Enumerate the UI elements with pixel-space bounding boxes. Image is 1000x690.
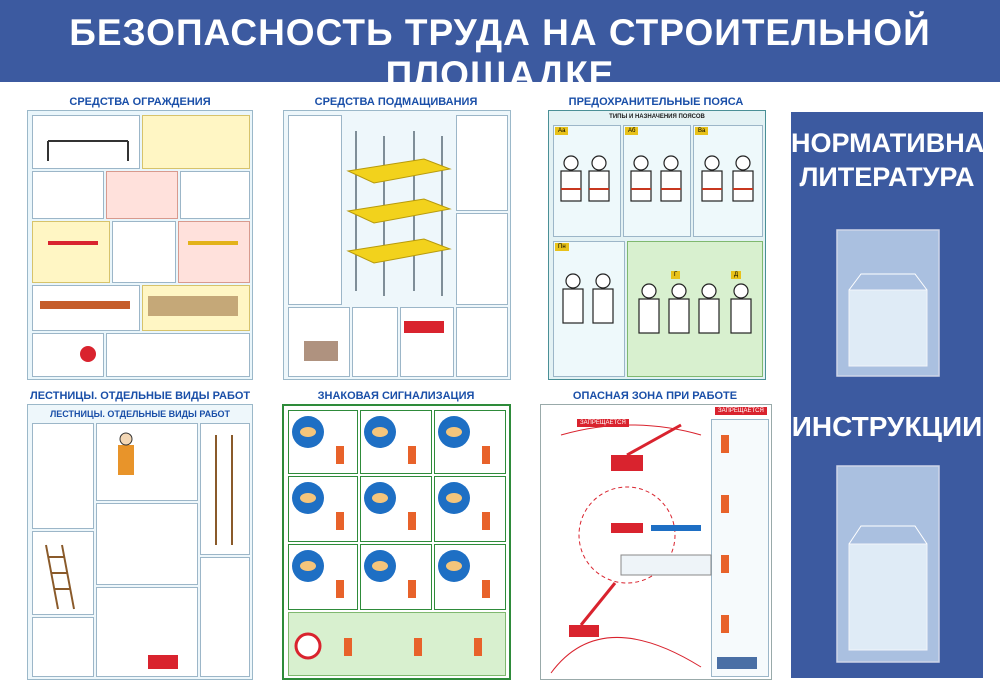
fencing-panel: [180, 171, 250, 219]
danger-zone-illustration: [550, 423, 757, 674]
caption-ladders: ЛЕСТНИЦЫ. ОТДЕЛЬНЫЕ ВИДЫ РАБОТ: [30, 390, 251, 402]
scaffold-illustration: [304, 131, 452, 361]
belt-type-label: Ва: [695, 127, 709, 135]
fencing-panel: [106, 171, 178, 219]
scaffolding-panel: [456, 307, 508, 377]
literature-title-line1: НОРМАТИВНАЯ: [791, 128, 1000, 158]
belt-type-label: Аа: [555, 127, 569, 135]
belt-type-label: Пн: [555, 243, 569, 251]
forbidden-label: ЗАПРЕЩАЕТСЯ: [715, 407, 767, 415]
fencing-illustration: [40, 140, 238, 362]
caption-danger: ОПАСНАЯ ЗОНА ПРИ РАБОТЕ: [572, 390, 738, 402]
poster-danger: ЗАПРЕЩАЕТСЯ ЗАПРЕЩАЕТСЯ: [540, 404, 772, 680]
instructions-pocket[interactable]: [835, 464, 941, 664]
caption-belts: ПРЕДОХРАНИТЕЛЬНЫЕ ПОЯСА: [568, 96, 744, 108]
fencing-panel: [178, 221, 250, 283]
caption-scaffolding: СРЕДСТВА ПОДМАЩИВАНИЯ: [314, 96, 478, 108]
instructions-title: ИНСТРУКЦИИ: [791, 411, 983, 442]
page-title: БЕЗОПАСНОСТЬ ТРУДА НА СТРОИТЕЛЬНОЙ ПЛОЩА…: [69, 12, 931, 95]
fencing-panel: [32, 221, 110, 283]
ladder-panel: [96, 423, 198, 501]
scaffolding-panel: [400, 307, 454, 377]
scaffolding-panel: [456, 213, 508, 305]
scaffolding-panel: [456, 115, 508, 211]
poster-fencing: [27, 110, 253, 380]
poster-scaffolding: [283, 110, 511, 380]
belt-type-label: Аб: [625, 127, 639, 135]
fencing-panel: [142, 115, 250, 169]
ladder-panel: [200, 557, 250, 677]
ladder-panel: [32, 617, 94, 677]
ladder-panel: [200, 423, 250, 555]
header-banner: БЕЗОПАСНОСТЬ ТРУДА НА СТРОИТЕЛЬНОЙ ПЛОЩА…: [0, 0, 1000, 95]
caption-fencing: СРЕДСТВА ОГРАЖДЕНИЯ: [69, 96, 211, 108]
literature-title-line2: ЛИТЕРАТУРА: [799, 162, 975, 192]
literature-pocket[interactable]: [835, 228, 941, 378]
belts-inner-title: ТИПЫ И НАЗНАЧЕНИЯ ПОЯСОВ: [609, 114, 705, 120]
poster-signals: [282, 404, 511, 680]
belt-type-label: Д: [731, 271, 742, 279]
ladders-inner-title: ЛЕСТНИЦЫ. ОТДЕЛЬНЫЕ ВИДЫ РАБОТ: [49, 409, 231, 419]
literature-board: НОРМАТИВНАЯ ЛИТЕРАТУРА ИНСТРУКЦИИ: [791, 112, 1000, 678]
signal-panel: [288, 612, 506, 676]
ladder-illustration: [45, 432, 233, 669]
fencing-panel: [32, 171, 104, 219]
fencing-panel: [106, 333, 250, 377]
scaffolding-panel: [352, 307, 398, 377]
poster-ladders: ЛЕСТНИЦЫ. ОТДЕЛЬНЫЕ ВИДЫ РАБОТ: [27, 404, 253, 680]
poster-belts: ТИПЫ И НАЗНАЧЕНИЯ ПОЯСОВ Аа Аб Ва Пн Г Д: [548, 110, 766, 380]
belt-type-label: Г: [671, 271, 681, 279]
belt-figures: [560, 155, 754, 334]
ladder-panel: [96, 587, 198, 677]
fencing-panel: [112, 221, 176, 283]
caption-signals: ЗНАКОВАЯ СИГНАЛИЗАЦИЯ: [317, 390, 475, 402]
ladder-panel: [32, 423, 94, 529]
ladder-panel: [96, 503, 198, 585]
danger-side-panel: [711, 419, 769, 677]
signal-illustration: [292, 416, 490, 660]
forbidden-label: ЗАПРЕЩАЕТСЯ: [577, 419, 629, 427]
scaffolding-panel: [288, 115, 342, 305]
